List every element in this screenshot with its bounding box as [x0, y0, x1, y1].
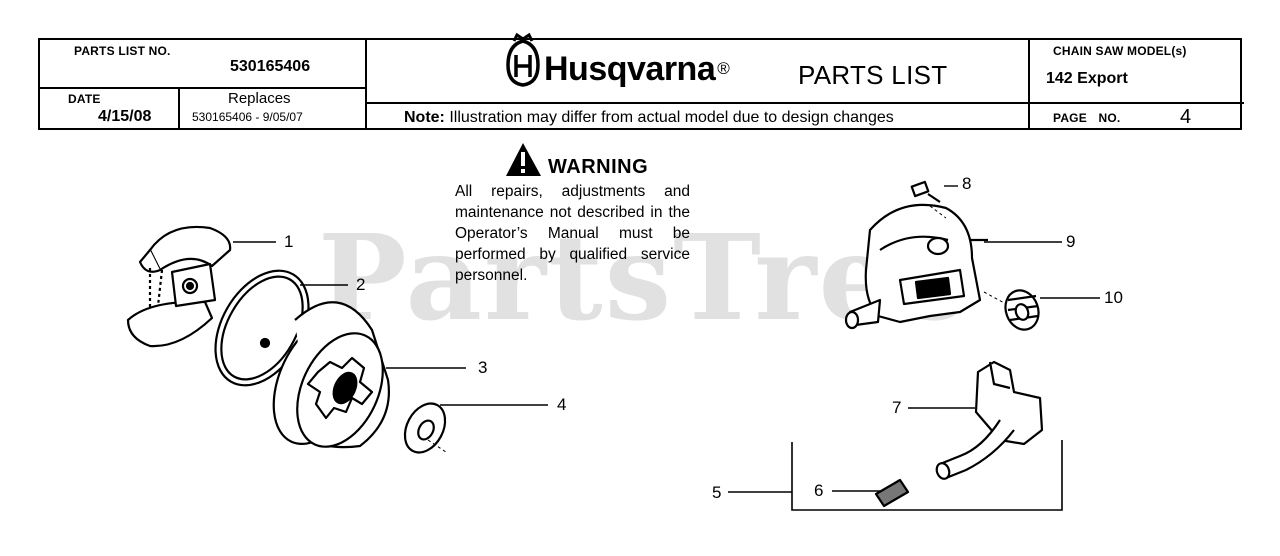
oil-hose-assembly [935, 360, 1044, 480]
date-label: DATE [68, 92, 101, 106]
brand-text: Husqvarna [544, 50, 716, 88]
design-note: Note: Illustration may differ from actua… [404, 109, 894, 127]
divider [365, 40, 367, 128]
divider [178, 88, 180, 128]
page-label: PAGE NO. [1053, 111, 1121, 125]
date-value: 4/15/08 [98, 108, 152, 125]
divider [1028, 40, 1030, 128]
callout-2: 2 [356, 275, 366, 294]
note-text: Illustration may differ from actual mode… [449, 109, 894, 126]
model-value: 142 Export [1046, 70, 1128, 87]
oil-filter [874, 478, 910, 508]
washer-ring [214, 269, 310, 387]
callout-1: 1 [284, 232, 294, 251]
callout-9: 9 [1066, 232, 1076, 251]
callout-7: 7 [892, 398, 902, 417]
parts-list-title: PARTS LIST [798, 60, 948, 90]
note-label: Note: [404, 109, 445, 126]
page-value: 4 [1180, 106, 1192, 128]
callout-8: 8 [962, 174, 972, 193]
brand-registered-mark: ® [717, 59, 730, 78]
callout-3: 3 [478, 358, 488, 377]
callout-6: 6 [814, 481, 824, 500]
divider [40, 87, 367, 89]
model-label: CHAIN SAW MODEL(s) [1053, 44, 1187, 58]
callout-10: 10 [1104, 288, 1123, 307]
parts-list-no-label: PARTS LIST NO. [74, 44, 171, 58]
replaces-value: 530165406 - 9/05/07 [192, 110, 303, 124]
washer [403, 402, 447, 454]
worm-gear [1004, 289, 1040, 331]
clutch-part [126, 225, 232, 348]
replaces-label: Replaces [228, 90, 291, 107]
callout-5: 5 [712, 483, 722, 502]
brand-name: Husqvarna® [544, 50, 730, 89]
divider [367, 102, 1030, 104]
warning-title: WARNING [548, 156, 649, 178]
divider [1030, 102, 1244, 104]
screw [910, 180, 941, 203]
assembly-bracket [791, 440, 1063, 511]
header-table: PARTS LIST NO. 530165406 DATE 4/15/08 Re… [38, 38, 1244, 130]
parts-list-no: 530165406 [230, 58, 311, 75]
warning-text: All repairs, adjustments and maintenance… [455, 183, 690, 284]
callout-4: 4 [557, 395, 567, 414]
